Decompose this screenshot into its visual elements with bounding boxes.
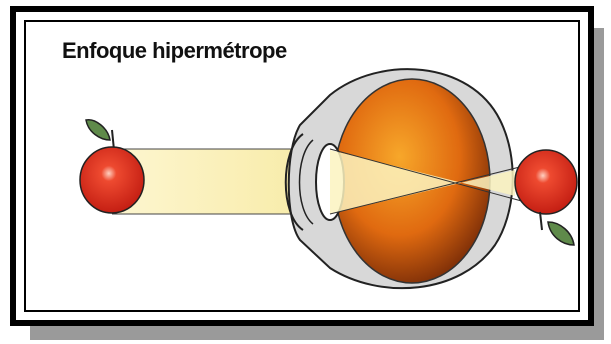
apple-leaf [86,120,110,140]
eye [286,69,540,288]
object-apple [80,120,144,213]
image-apple-leaf [548,222,574,245]
image-apple [515,150,577,245]
diagram-title: Enfoque hipermétrope [62,38,287,64]
image-apple-body [515,150,577,214]
image-apple-stem [540,212,542,230]
apple-body [80,147,144,213]
